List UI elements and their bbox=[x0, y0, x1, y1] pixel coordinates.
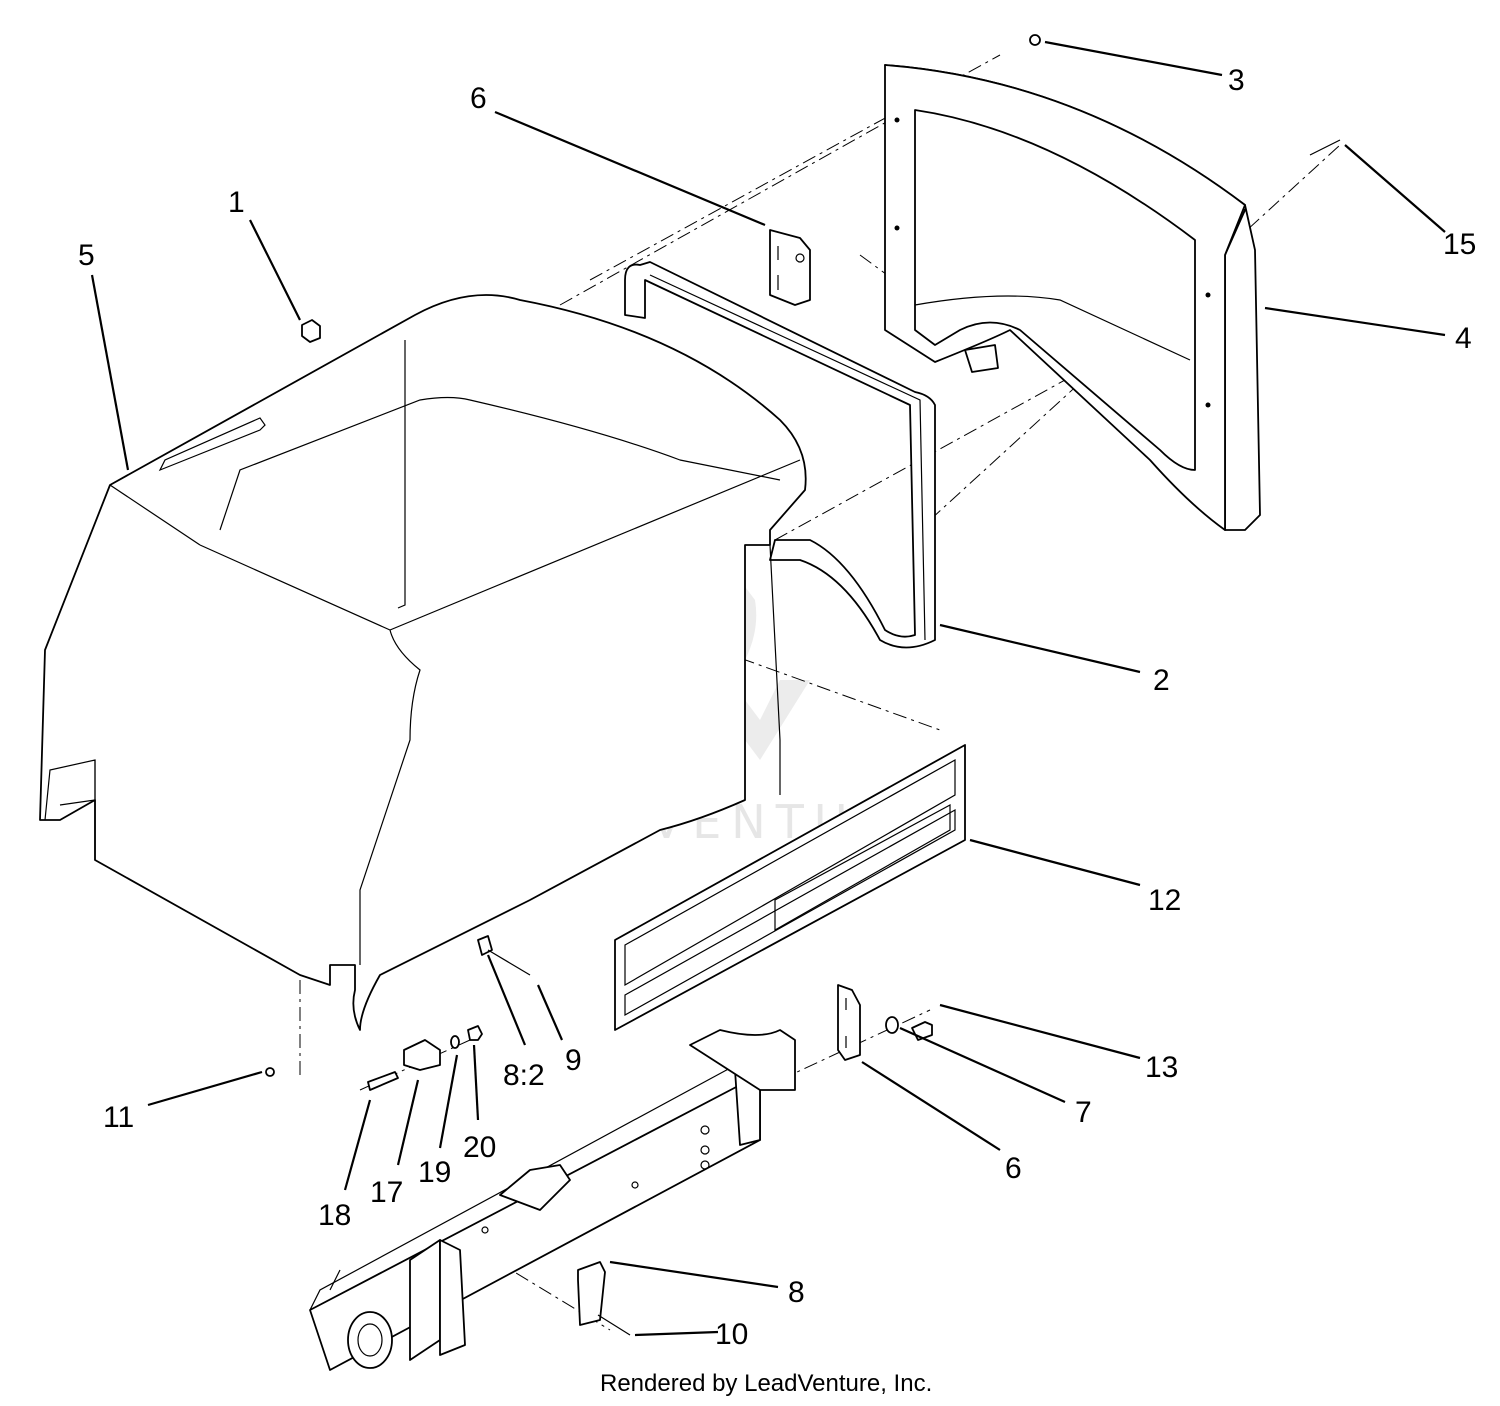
callout-11: 11 bbox=[103, 1101, 134, 1134]
callout-5: 5 bbox=[78, 239, 95, 272]
nut-part-1 bbox=[301, 319, 321, 343]
hardware bbox=[265, 34, 1341, 1336]
bracket-part-17 bbox=[403, 1039, 441, 1071]
callout-4: 4 bbox=[1455, 322, 1472, 355]
pin-part-10 bbox=[597, 1314, 631, 1336]
bracket-part-6-upper bbox=[769, 229, 811, 306]
callout-19: 19 bbox=[418, 1156, 451, 1189]
rendered-by-footer: Rendered by LeadVenture, Inc. bbox=[600, 1370, 932, 1397]
callout-8: 8 bbox=[788, 1276, 805, 1309]
callout-15: 15 bbox=[1443, 228, 1476, 261]
seal-part-2 bbox=[624, 261, 936, 649]
callout-labels: 1 2 3 4 5 6 6 7 8 8:2 9 10 11 12 13 15 1… bbox=[78, 64, 1476, 1351]
callout-20: 20 bbox=[463, 1131, 496, 1164]
nut-part-20 bbox=[467, 1025, 483, 1041]
callout-10: 10 bbox=[715, 1318, 748, 1351]
nut-part-3 bbox=[1029, 34, 1041, 46]
pin-part-15 bbox=[1309, 139, 1341, 156]
callout-6-upper: 6 bbox=[470, 82, 487, 115]
decal-part-12 bbox=[614, 744, 966, 1031]
bracket-part-6-lower bbox=[837, 984, 861, 1061]
hood-part-5 bbox=[39, 294, 807, 1031]
callout-12: 12 bbox=[1148, 884, 1181, 917]
callout-6-lower: 6 bbox=[1005, 1152, 1022, 1185]
frame-assembly bbox=[309, 1029, 796, 1371]
callout-17: 17 bbox=[370, 1176, 403, 1209]
callout-18: 18 bbox=[318, 1199, 351, 1232]
bolt-part-18 bbox=[367, 1071, 399, 1091]
washer-part-19 bbox=[450, 1035, 460, 1049]
pin-part-9 bbox=[487, 949, 531, 976]
callout-1: 1 bbox=[228, 186, 245, 219]
callout-7: 7 bbox=[1075, 1096, 1092, 1129]
nut-part-11 bbox=[265, 1067, 275, 1077]
leader-lines bbox=[90, 40, 1446, 1337]
washer-part-7 bbox=[885, 1016, 899, 1034]
callout-8-2: 8:2 bbox=[503, 1059, 545, 1092]
callout-9: 9 bbox=[565, 1044, 582, 1077]
callout-2: 2 bbox=[1153, 664, 1170, 697]
latch-part-8 bbox=[577, 1261, 606, 1326]
rear-frame-part-4 bbox=[884, 64, 1261, 531]
callout-3: 3 bbox=[1228, 64, 1245, 97]
callout-13: 13 bbox=[1145, 1051, 1178, 1084]
latch-part-8-2 bbox=[477, 935, 493, 956]
